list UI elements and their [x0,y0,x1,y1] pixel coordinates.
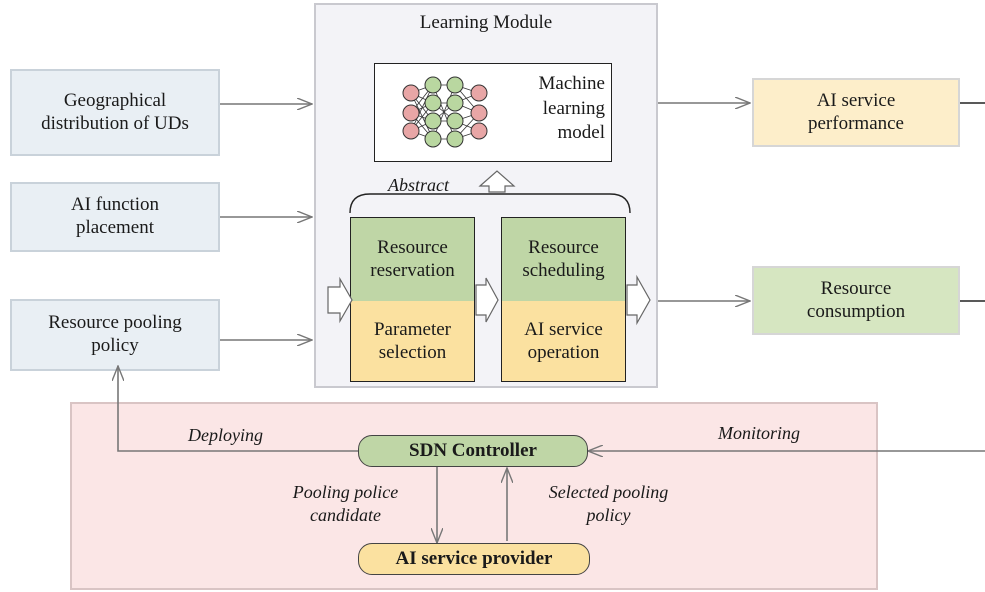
sdn-controller-node: SDN Controller [358,435,588,467]
selected-policy-label: Selected pooling policy [548,482,669,525]
pooling-candidate-label: Pooling police candidate [292,482,399,525]
input-resource-pooling-policy: Resource pooling policy [10,299,220,371]
learning-module-title: Learning Module [419,11,553,33]
resource-reservation-cell: Resource reservation [351,218,474,301]
monitoring-label: Monitoring [718,423,801,443]
deploying-label: Deploying [188,425,263,445]
arrow-deploying [118,366,358,452]
hollow-arrow-in [327,276,353,324]
abstract-brace [349,193,631,214]
ai-service-operation-cell: AI service operation [502,301,625,381]
input-ai-function-placement: AI function placement [10,182,220,252]
neural-network-icon [402,76,488,148]
ml-model-box: Machine learning model [374,63,612,162]
output-resource-consumption: Resource consumption [752,266,960,335]
reservation-selection-block: Resource reservation Parameter selection [350,217,475,382]
hollow-up-arrow [478,170,516,193]
hollow-arrow-out [626,274,651,326]
ml-model-label: Machine learning model [538,73,605,144]
resource-scheduling-cell: Resource scheduling [502,218,625,301]
input-geographical-distribution: Geographical distribution of UDs [10,69,220,156]
abstract-label: Abstract [388,175,449,195]
hollow-arrow-mid [475,277,499,323]
parameter-selection-cell: Parameter selection [351,301,474,381]
scheduling-operation-block: Resource scheduling AI service operation [501,217,626,382]
output-ai-service-performance: AI service performance [752,78,960,147]
ai-service-provider-node: AI service provider [358,543,590,575]
